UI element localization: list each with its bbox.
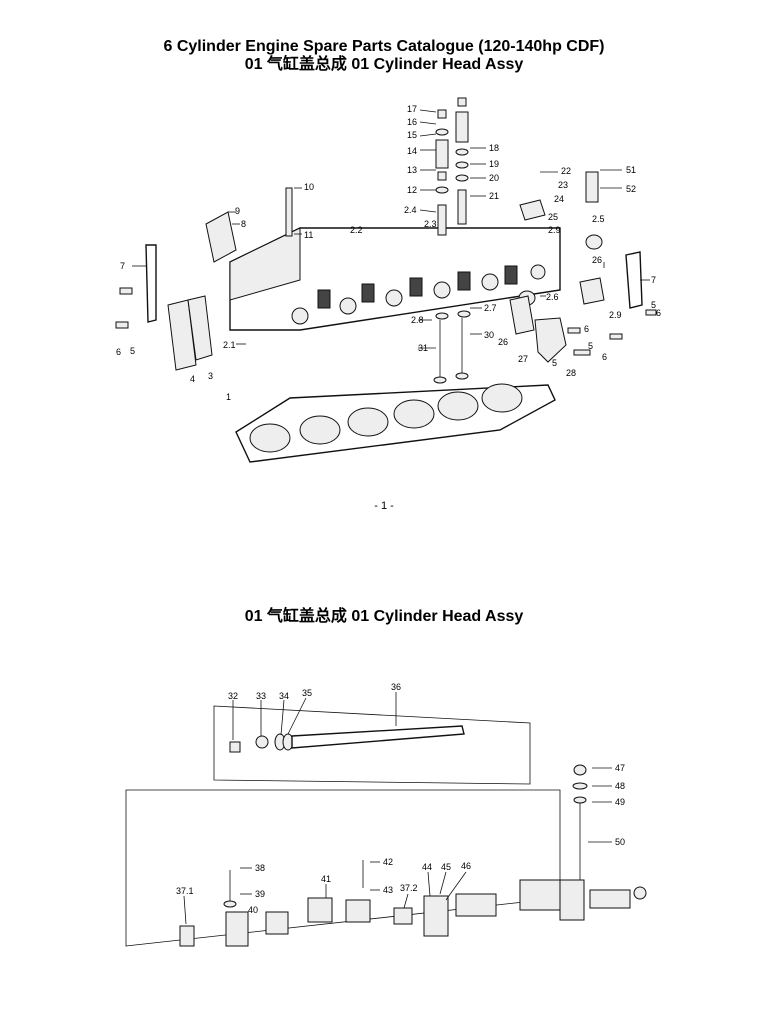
callout: 30 xyxy=(484,330,494,340)
callout: 32 xyxy=(228,691,238,701)
rocker-shaft-diagram: 32 33 34 35 36 47 48 49 50 37.1 38 39 40… xyxy=(125,682,647,947)
callout: 2.5 xyxy=(592,214,605,224)
callout: 2.9 xyxy=(609,310,622,320)
callout: 18 xyxy=(489,143,499,153)
callout: 6 xyxy=(584,324,589,334)
callout: 2.4 xyxy=(404,205,417,215)
callout: 34 xyxy=(279,691,289,701)
callout: 40 xyxy=(248,905,258,915)
callout: 39 xyxy=(255,889,265,899)
callout: 17 xyxy=(407,104,417,114)
callout: 26 xyxy=(498,337,508,347)
page-number: - 1 - xyxy=(374,500,394,512)
callout: 7 xyxy=(651,275,656,285)
callout: 2.1 xyxy=(223,340,236,350)
callout: 21 xyxy=(489,191,499,201)
callout: 15 xyxy=(407,130,417,140)
callout: 37.1 xyxy=(176,886,194,896)
callout: 45 xyxy=(441,862,451,872)
shaft-plug xyxy=(229,741,241,753)
callout: 13 xyxy=(407,165,417,175)
callout: 1 xyxy=(226,392,231,402)
callout: 19 xyxy=(489,159,499,169)
catalogue-title: 6 Cylinder Engine Spare Parts Catalogue … xyxy=(163,38,605,55)
callout: 2.8 xyxy=(411,315,424,325)
callout: 28 xyxy=(566,368,576,378)
rocker-callout-labels: 32 33 34 35 36 47 48 49 50 37.1 38 39 40… xyxy=(176,682,625,915)
callout: 5 xyxy=(588,341,593,351)
callout: 48 xyxy=(615,781,625,791)
callout: 6 xyxy=(656,308,661,318)
callout: 5 xyxy=(552,358,557,368)
callout: 26 xyxy=(592,255,602,265)
side-gasket xyxy=(187,295,213,361)
callout: 22 xyxy=(561,166,571,176)
rocker-shaft xyxy=(291,725,465,749)
callout: 52 xyxy=(626,184,636,194)
rocker-support xyxy=(519,199,546,221)
callout: 33 xyxy=(256,691,266,701)
left-lifting-bracket xyxy=(145,244,157,323)
callout: 47 xyxy=(615,763,625,773)
callout: 2.7 xyxy=(484,303,497,313)
callout: 51 xyxy=(626,165,636,175)
callout: 50 xyxy=(615,837,625,847)
callout: 25 xyxy=(548,212,558,222)
callout: 2.9 xyxy=(548,225,561,235)
callout: 41 xyxy=(321,874,331,884)
callout: 24 xyxy=(554,194,564,204)
callout: 2.2 xyxy=(350,225,363,235)
side-cover-plate xyxy=(167,299,197,371)
right-lifting-bracket xyxy=(625,251,643,309)
valve-stack xyxy=(433,97,471,384)
small-fasteners xyxy=(115,287,657,356)
callout: 6 xyxy=(602,352,607,362)
callout: 20 xyxy=(489,173,499,183)
callout: 42 xyxy=(383,857,393,867)
head-bolt xyxy=(285,187,293,237)
callout: 5 xyxy=(651,300,656,310)
shaft-frame xyxy=(213,705,531,785)
callout: 9 xyxy=(235,206,240,216)
callout: 49 xyxy=(615,797,625,807)
valve-ports xyxy=(291,264,546,325)
callout: 14 xyxy=(407,146,417,156)
injector-sleeve xyxy=(585,171,599,203)
callout: 36 xyxy=(391,682,401,692)
callout: 3 xyxy=(208,371,213,381)
callout: 6 xyxy=(116,347,121,357)
water-elbow xyxy=(534,317,567,363)
callout: 5 xyxy=(130,346,135,356)
callout: 37.2 xyxy=(400,883,418,893)
callout: 16 xyxy=(407,117,417,127)
rocker-parts xyxy=(179,764,647,947)
section-heading-page2: 01 气缸盖总成 01 Cylinder Head Assy xyxy=(244,608,524,625)
callout: 38 xyxy=(255,863,265,873)
callout: 46 xyxy=(461,861,471,871)
callout: 12 xyxy=(407,185,417,195)
callout: 10 xyxy=(304,182,314,192)
callout: 43 xyxy=(383,885,393,895)
rocker-frame xyxy=(125,789,561,947)
callout: 8 xyxy=(241,219,246,229)
callout: 4 xyxy=(190,374,195,384)
head-gasket xyxy=(235,383,556,463)
water-elbow-gasket xyxy=(509,295,535,335)
callout: 27 xyxy=(518,354,528,364)
section-heading: 01 气缸盖总成 01 Cylinder Head Assy xyxy=(244,56,524,73)
callout: 2.6 xyxy=(546,292,559,302)
callout: 23 xyxy=(558,180,568,190)
water-outlet-cover xyxy=(205,211,237,263)
callout: 7 xyxy=(120,261,125,271)
callout: 11 xyxy=(304,230,313,240)
core-plug xyxy=(585,234,603,250)
callout: 35 xyxy=(302,688,312,698)
callout: 2.3 xyxy=(424,219,437,229)
callout: 31 xyxy=(418,343,428,353)
callout: 44 xyxy=(422,862,432,872)
cylinder-head-diagram: 17 16 15 14 13 12 2.4 2.3 2.2 10 11 9 8 … xyxy=(115,97,661,463)
head-callout-labels: 17 16 15 14 13 12 2.4 2.3 2.2 10 11 9 8 … xyxy=(116,104,661,402)
